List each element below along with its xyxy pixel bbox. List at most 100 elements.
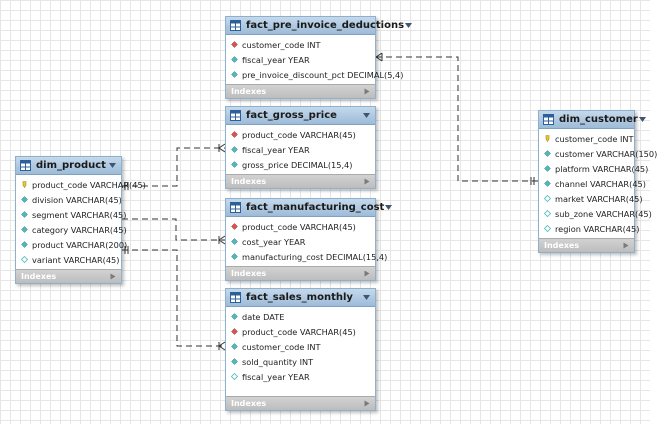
indexes-label: Indexes bbox=[231, 177, 267, 186]
column-row[interactable]: cost_year YEAR bbox=[226, 234, 375, 249]
collapse-icon[interactable] bbox=[108, 161, 117, 170]
column-icon bbox=[544, 150, 551, 157]
table-icon bbox=[230, 292, 241, 303]
nullable-column-icon bbox=[543, 194, 552, 203]
expand-arrow-icon[interactable] bbox=[364, 400, 370, 407]
column-list: date DATE product_code VARCHAR(45) custo… bbox=[226, 307, 375, 386]
indexes-label: Indexes bbox=[544, 241, 580, 250]
table-icon bbox=[20, 160, 31, 171]
expand-arrow-icon[interactable] bbox=[364, 270, 370, 277]
foreign-key-icon bbox=[231, 223, 238, 230]
column-list: product_code VARCHAR(45) cost_year YEAR … bbox=[226, 217, 387, 266]
column-row[interactable]: channel VARCHAR(45) bbox=[539, 176, 646, 191]
nullable-column-icon bbox=[543, 224, 552, 233]
column-row[interactable]: gross_price DECIMAL(15,4) bbox=[226, 157, 375, 172]
table-fact-gross-price[interactable]: fact_gross_price product_code VARCHAR(45… bbox=[225, 106, 376, 189]
column-row[interactable]: product_code VARCHAR(45) bbox=[226, 219, 375, 234]
indexes-label: Indexes bbox=[231, 269, 267, 278]
column-row[interactable]: product VARCHAR(200) bbox=[16, 237, 127, 252]
column-row[interactable]: pre_invoice_discount_pct DECIMAL(5,4) bbox=[226, 67, 403, 82]
nullable-column-icon bbox=[20, 255, 29, 264]
column-row[interactable]: division VARCHAR(45) bbox=[16, 192, 122, 207]
relationship-product-manufacturing-cost[interactable] bbox=[122, 218, 226, 245]
table-dim-product[interactable]: dim_product product_code VARCHAR(45) div… bbox=[15, 156, 146, 284]
table-header[interactable]: fact_manufacturing_cost bbox=[226, 199, 393, 217]
collapse-icon[interactable] bbox=[362, 293, 371, 302]
column-icon bbox=[231, 253, 238, 260]
table-icon bbox=[230, 20, 241, 31]
column-row[interactable]: customer_code INT bbox=[539, 131, 634, 146]
table-dim-customer[interactable]: dim_customer customer_code INT customer … bbox=[538, 110, 657, 253]
column-row[interactable]: variant VARCHAR(45) bbox=[16, 252, 121, 267]
column-row[interactable]: fiscal_year YEAR bbox=[226, 369, 375, 384]
column-icon bbox=[231, 358, 238, 365]
table-title: fact_manufacturing_cost bbox=[246, 202, 385, 213]
column-row[interactable]: customer_code INT bbox=[226, 37, 375, 52]
table-icon bbox=[230, 110, 241, 121]
expand-arrow-icon[interactable] bbox=[623, 242, 629, 249]
column-row[interactable]: sold_quantity INT bbox=[226, 354, 375, 369]
indexes-label: Indexes bbox=[21, 272, 57, 281]
relationship-product-sales-monthly[interactable] bbox=[122, 246, 226, 351]
table-header[interactable]: dim_product bbox=[16, 157, 121, 175]
table-fact-sales-monthly[interactable]: fact_sales_monthly date DATE product_cod… bbox=[225, 288, 376, 411]
column-icon bbox=[544, 180, 551, 187]
foreign-key-icon bbox=[231, 41, 238, 48]
expand-arrow-icon[interactable] bbox=[364, 178, 370, 185]
column-row[interactable]: product_code VARCHAR(45) bbox=[226, 127, 375, 142]
table-header[interactable]: fact_pre_invoice_deductions bbox=[226, 17, 413, 35]
nullable-column-icon bbox=[230, 372, 239, 381]
column-icon bbox=[231, 313, 238, 320]
column-icon bbox=[21, 241, 28, 248]
table-header[interactable]: fact_gross_price bbox=[226, 107, 375, 125]
indexes-section[interactable]: Indexes bbox=[226, 396, 375, 410]
column-list: customer_code INT fiscal_year YEAR pre_i… bbox=[226, 35, 403, 84]
table-icon bbox=[230, 202, 241, 213]
column-row[interactable]: category VARCHAR(45) bbox=[16, 222, 127, 237]
column-row[interactable]: product_code VARCHAR(45) bbox=[226, 324, 375, 339]
collapse-icon[interactable] bbox=[638, 115, 647, 124]
column-row[interactable]: market VARCHAR(45) bbox=[539, 191, 643, 206]
column-icon bbox=[544, 165, 551, 172]
indexes-section[interactable]: Indexes bbox=[226, 84, 375, 98]
column-list: product_code VARCHAR(45) division VARCHA… bbox=[16, 175, 146, 269]
table-title: fact_gross_price bbox=[246, 110, 337, 121]
table-title: fact_sales_monthly bbox=[246, 292, 353, 303]
indexes-section[interactable]: Indexes bbox=[16, 269, 121, 283]
column-icon bbox=[231, 238, 238, 245]
column-icon bbox=[231, 146, 238, 153]
indexes-section[interactable]: Indexes bbox=[226, 174, 375, 188]
column-row[interactable]: segment VARCHAR(45) bbox=[16, 207, 126, 222]
column-icon bbox=[231, 56, 238, 63]
column-row[interactable]: fiscal_year YEAR bbox=[226, 142, 375, 157]
column-row[interactable]: platform VARCHAR(45) bbox=[539, 161, 648, 176]
table-header[interactable]: dim_customer bbox=[539, 111, 646, 129]
indexes-section[interactable]: Indexes bbox=[226, 266, 375, 280]
indexes-section[interactable]: Indexes bbox=[539, 238, 634, 252]
expand-arrow-icon[interactable] bbox=[364, 88, 370, 95]
collapse-icon[interactable] bbox=[362, 111, 371, 120]
collapse-icon[interactable] bbox=[404, 21, 413, 30]
column-row[interactable]: sub_zone VARCHAR(45) bbox=[539, 206, 652, 221]
table-icon bbox=[543, 114, 554, 125]
column-row[interactable]: fiscal_year YEAR bbox=[226, 52, 375, 67]
column-list: product_code VARCHAR(45) fiscal_year YEA… bbox=[226, 125, 375, 174]
foreign-key-icon bbox=[231, 328, 238, 335]
column-icon bbox=[231, 343, 238, 350]
column-row[interactable]: customer VARCHAR(150) bbox=[539, 146, 657, 161]
table-header[interactable]: fact_sales_monthly bbox=[226, 289, 375, 307]
collapse-icon[interactable] bbox=[384, 203, 393, 212]
table-fact-manufacturing-cost[interactable]: fact_manufacturing_cost product_code VAR… bbox=[225, 198, 393, 281]
column-icon bbox=[231, 71, 238, 78]
expand-arrow-icon[interactable] bbox=[110, 273, 116, 280]
column-row[interactable]: date DATE bbox=[226, 309, 375, 324]
column-list: customer_code INT customer VARCHAR(150) … bbox=[539, 129, 657, 238]
table-title: fact_pre_invoice_deductions bbox=[246, 20, 405, 31]
table-fact-pre-invoice-deductions[interactable]: fact_pre_invoice_deductions customer_cod… bbox=[225, 16, 413, 99]
column-row[interactable]: region VARCHAR(45) bbox=[539, 221, 639, 236]
indexes-label: Indexes bbox=[231, 399, 267, 408]
column-row[interactable]: product_code VARCHAR(45) bbox=[16, 177, 146, 192]
column-row[interactable]: manufacturing_cost DECIMAL(15,4) bbox=[226, 249, 387, 264]
column-row[interactable]: customer_code INT bbox=[226, 339, 375, 354]
